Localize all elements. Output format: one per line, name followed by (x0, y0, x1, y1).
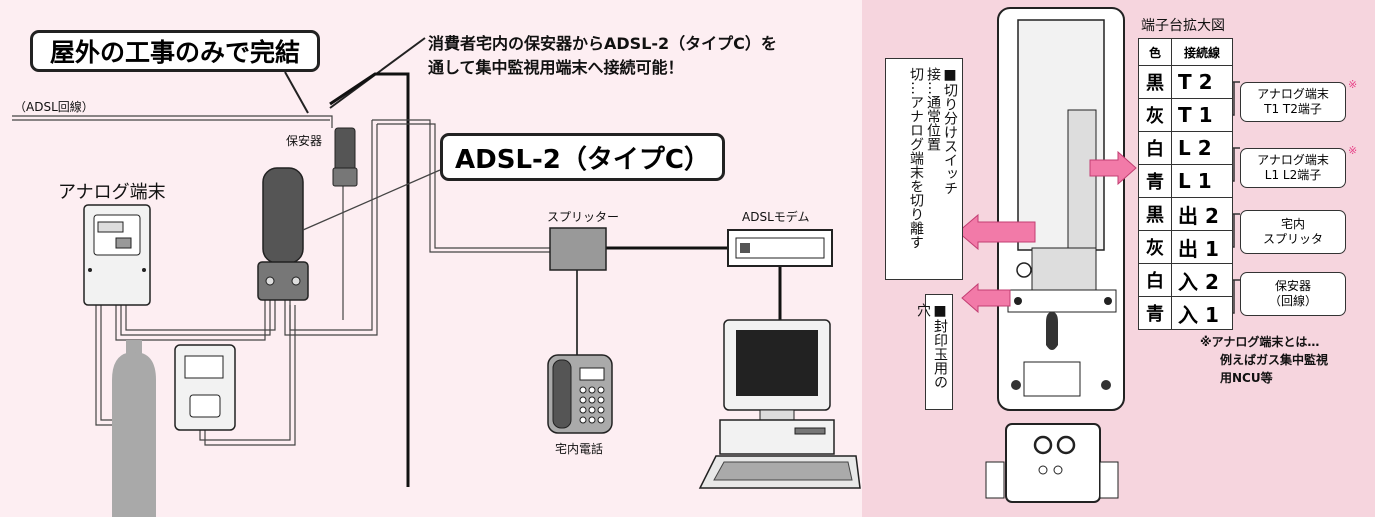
switch-note-line1: 接…通常位置 (925, 67, 941, 151)
adsl-line (12, 115, 330, 121)
gas-cylinder (112, 340, 156, 517)
pink-arrows (957, 150, 1137, 314)
group-label-star: ※ (1348, 144, 1358, 157)
footnote-line1: ※アナログ端末とは… (1200, 335, 1320, 349)
subtitle-line-1: 消費者宅内の保安器からADSL-2（タイプC）を (428, 34, 777, 53)
group-label-line2: T1 T2端子 (1264, 102, 1322, 116)
home-telephone-device (547, 354, 613, 434)
group-label-line2: スプリッタ (1262, 232, 1323, 246)
group-label-line2: （回線） (1268, 294, 1317, 308)
seal-hole-note-text: ■封印玉用の穴 (915, 303, 948, 389)
analog-terminal-device (83, 204, 151, 306)
computer-device (698, 319, 861, 489)
table-row: 黒 T 2 (1138, 65, 1233, 99)
table-row: 黒 出 2 (1138, 197, 1233, 231)
row-wire: L 1 (1171, 164, 1233, 198)
group-label-analog-t: アナログ端末 T1 T2端子 (1240, 82, 1346, 122)
terminal-block-title: 端子台拡大図 (1141, 18, 1225, 34)
table-row: 灰 出 1 (1138, 230, 1233, 264)
modem-label: ADSLモデム (742, 210, 810, 224)
adsl-line-label: （ADSL回線） (14, 100, 94, 114)
table-row: 青 入 1 (1138, 296, 1233, 330)
gas-meter-device (174, 344, 236, 431)
headline-text: 屋外の工事のみで完結 (49, 38, 300, 67)
switch-note-title: ■切り分けスイッチ (942, 67, 958, 195)
seal-hole-note: ■封印玉用の穴 (915, 294, 953, 410)
headline-callout-line (284, 71, 309, 114)
row-color: 白 (1138, 131, 1172, 165)
switch-note-line2: 切…アナログ端末を切り離す (908, 67, 924, 249)
row-color: 黒 (1138, 65, 1172, 99)
table-row: 白 L 2 (1138, 131, 1233, 165)
group-label-line1: アナログ端末 (1257, 153, 1329, 167)
row-wire: 入 1 (1171, 296, 1233, 330)
row-wire: L 2 (1171, 131, 1233, 165)
group-label-line1: 保安器 (1274, 279, 1311, 293)
group-label-star: ※ (1348, 78, 1358, 91)
adsl-modem-device (727, 229, 833, 267)
group-label-splitter: 宅内 スプリッタ (1240, 210, 1346, 254)
row-color: 白 (1138, 263, 1172, 297)
protector-device (332, 127, 358, 187)
splitter-device (549, 227, 607, 271)
row-color: 灰 (1138, 98, 1172, 132)
protector-label: 保安器 (286, 134, 323, 148)
cable-runs (95, 115, 578, 446)
footnote-line3: 用NCU等 (1220, 371, 1273, 385)
footnote: ※アナログ端末とは… 例えばガス集中監視 用NCU等 (1200, 333, 1328, 387)
table-row: 白 入 2 (1138, 263, 1233, 297)
switch-note: ■切り分けスイッチ 接…通常位置 切…アナログ端末を切り離す (885, 58, 963, 280)
group-label-analog-l: アナログ端末 L1 L2端子 (1240, 148, 1346, 188)
group-label-line2: L1 L2端子 (1264, 168, 1322, 182)
product-badge-text: ADSL-2（タイプC） (455, 144, 710, 175)
analog-terminal-label: アナログ端末 (58, 182, 166, 203)
headline-badge: 屋外の工事のみで完結 (30, 30, 320, 72)
row-wire: 出 2 (1171, 197, 1233, 231)
row-wire: T 2 (1171, 65, 1233, 99)
row-color: 青 (1138, 296, 1172, 330)
row-wire: 入 2 (1171, 263, 1233, 297)
row-wire: T 1 (1171, 98, 1233, 132)
column-header-color: 色 (1138, 38, 1172, 66)
table-row: 青 L 1 (1138, 164, 1233, 198)
splitter-label: スプリッター (547, 210, 620, 224)
column-header-wire: 接続線 (1171, 38, 1233, 66)
phone-label: 宅内電話 (555, 442, 604, 456)
row-color: 灰 (1138, 230, 1172, 264)
enclosure-enlarged-view (985, 7, 1125, 503)
row-color: 黒 (1138, 197, 1172, 231)
footnote-line2: 例えばガス集中監視 (1220, 353, 1329, 367)
group-label-protector: 保安器 （回線） (1240, 272, 1346, 316)
house-wall (329, 72, 410, 487)
row-color: 青 (1138, 164, 1172, 198)
adsl2-device (257, 167, 441, 301)
row-wire: 出 1 (1171, 230, 1233, 264)
table-row: 灰 T 1 (1138, 98, 1233, 132)
subtitle-line-2: 通して集中監視用端末へ接続可能！ (428, 58, 684, 77)
group-label-line1: アナログ端末 (1257, 87, 1329, 101)
group-label-line1: 宅内 (1280, 217, 1305, 231)
terminal-table: 色 接続線 黒 T 2 灰 T 1 白 L 2 青 L 1 黒 出 2 灰 出 … (1138, 38, 1233, 330)
product-badge: ADSL-2（タイプC） (440, 133, 725, 181)
